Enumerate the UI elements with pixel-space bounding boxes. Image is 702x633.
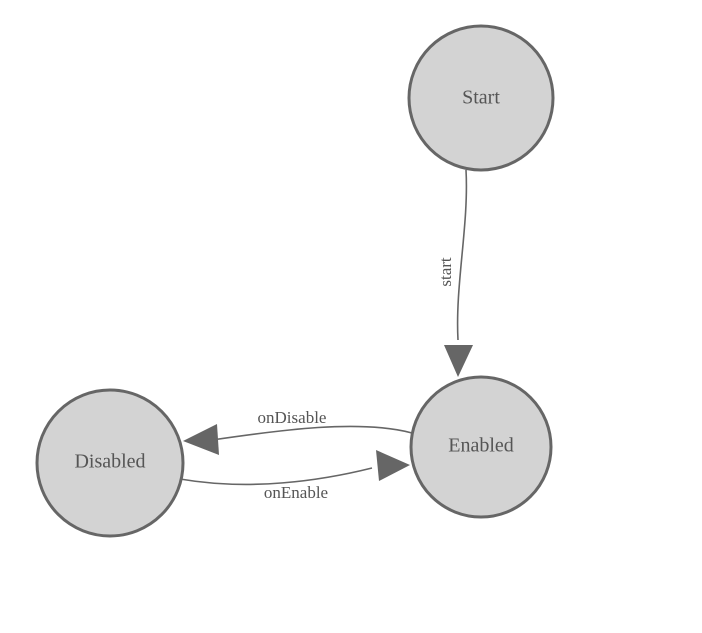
node-start-label: Start [462,87,500,109]
edge-start-to-enabled[interactable]: start [436,169,473,377]
edge-label-start: start [436,257,455,287]
edge-start-to-enabled-path [456,169,468,341]
arrowhead-into-enabled-left [376,450,410,481]
edge-disabled-to-enabled-path [179,467,373,486]
arrowhead-into-enabled-top [444,345,473,377]
node-enabled-label: Enabled [448,435,514,457]
edge-enabled-to-disabled-path [211,425,413,441]
edge-label-onenable: onEnable [264,483,328,502]
node-enabled[interactable]: Enabled [409,375,553,519]
node-disabled-label: Disabled [74,451,145,473]
node-disabled[interactable]: Disabled [35,388,185,538]
edge-disabled-to-enabled[interactable]: onEnable [179,450,410,502]
node-start[interactable]: Start [407,24,555,172]
node-disabled-circle [35,388,185,538]
edge-enabled-to-disabled[interactable]: onDisable [183,408,413,455]
edge-label-ondisable: onDisable [258,408,327,427]
node-start-circle [407,24,555,172]
arrowhead-into-disabled [183,424,219,455]
node-enabled-circle [409,375,553,519]
